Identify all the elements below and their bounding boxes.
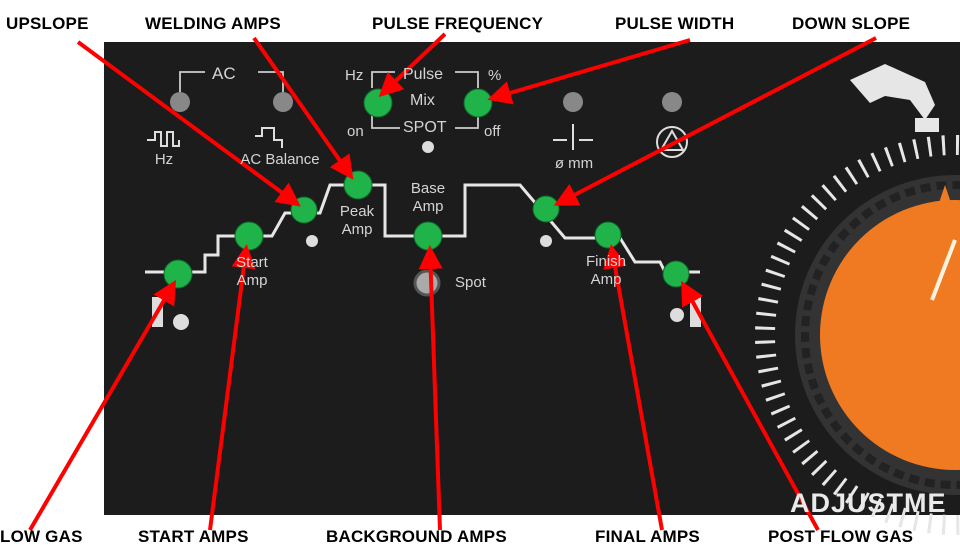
- start-amp-label-line1: Start: [236, 255, 268, 270]
- pulse-percent-label: %: [488, 68, 501, 83]
- finish-amp-label-line2: Amp: [591, 272, 622, 287]
- adjustment-knob[interactable]: [765, 145, 960, 525]
- start-amps-led[interactable]: [235, 222, 263, 250]
- torch-icon: [850, 64, 939, 132]
- callout-down-slope: DOWN SLOPE: [792, 14, 910, 34]
- pulse-width-arrow: [493, 40, 690, 98]
- background-amps-led[interactable]: [414, 222, 442, 250]
- final-amps-led[interactable]: [595, 222, 621, 248]
- electrode-diameter-icon: [553, 124, 593, 150]
- pulse-frequency-arrow: [383, 34, 445, 93]
- callout-post-flow-gas: POST FLOW GAS: [768, 527, 913, 547]
- pulse-width-led[interactable]: [464, 89, 492, 117]
- callout-pre-flow-gas: LOW GAS: [0, 527, 83, 547]
- ac-balance-led[interactable]: [273, 92, 293, 112]
- spot-button[interactable]: [415, 271, 439, 295]
- hz-label: Hz: [155, 152, 173, 167]
- pulse-hz-label: Hz: [345, 68, 363, 83]
- pulse-frequency-led[interactable]: [364, 89, 392, 117]
- peak-amp-label-line1: Peak: [340, 204, 374, 219]
- upslope-arrow: [78, 42, 296, 203]
- off-label: off: [484, 124, 500, 139]
- callout-welding-amps: WELDING AMPS: [145, 14, 281, 34]
- downslope-timer-icon: [540, 235, 552, 247]
- finish-amp-label-line1: Finish: [586, 254, 626, 269]
- on-label: on: [347, 124, 364, 139]
- pulse-label: Pulse: [403, 67, 443, 83]
- spot-mode-label: SPOT: [403, 120, 447, 136]
- pre-flow-gas-arrow: [30, 285, 173, 530]
- brand-text-partial: ADJUSTME: [790, 488, 947, 519]
- mix-label: Mix: [410, 93, 435, 109]
- electrode-diameter-led[interactable]: [563, 92, 583, 112]
- ac-frequency-wave-icon: [147, 132, 179, 146]
- start-amp-label-line2: Amp: [237, 273, 268, 288]
- base-amp-label-line1: Base: [411, 181, 445, 196]
- final-amps-arrow: [612, 250, 662, 530]
- spot-timer-icon: [422, 141, 434, 153]
- upslope-timer-icon: [306, 235, 318, 247]
- callout-start-amps: START AMPS: [138, 527, 249, 547]
- ac-frequency-led[interactable]: [170, 92, 190, 112]
- pre-flow-gas-led[interactable]: [164, 260, 192, 288]
- callout-final-amps: FINAL AMPS: [595, 527, 700, 547]
- base-amp-label-line2: Amp: [413, 199, 444, 214]
- callout-pulse-frequency: PULSE FREQUENCY: [372, 14, 543, 34]
- start-amps-arrow: [210, 250, 246, 530]
- electrode-diameter-label: ø mm: [555, 156, 593, 171]
- callout-background-amps: BACKGROUND AMPS: [326, 527, 507, 547]
- down-slope-led[interactable]: [533, 196, 559, 222]
- callout-upslope: UPSLOPE: [6, 14, 89, 34]
- callout-pulse-width: PULSE WIDTH: [615, 14, 734, 34]
- peak-amp-label-line2: Amp: [342, 222, 373, 237]
- ac-balance-label: AC Balance: [240, 152, 319, 167]
- ac-label: AC: [212, 65, 236, 82]
- spot-button-label: Spot: [455, 275, 486, 290]
- warning-led[interactable]: [662, 92, 682, 112]
- ac-balance-wave-icon: [255, 128, 282, 148]
- post-flow-gas-led[interactable]: [663, 261, 689, 287]
